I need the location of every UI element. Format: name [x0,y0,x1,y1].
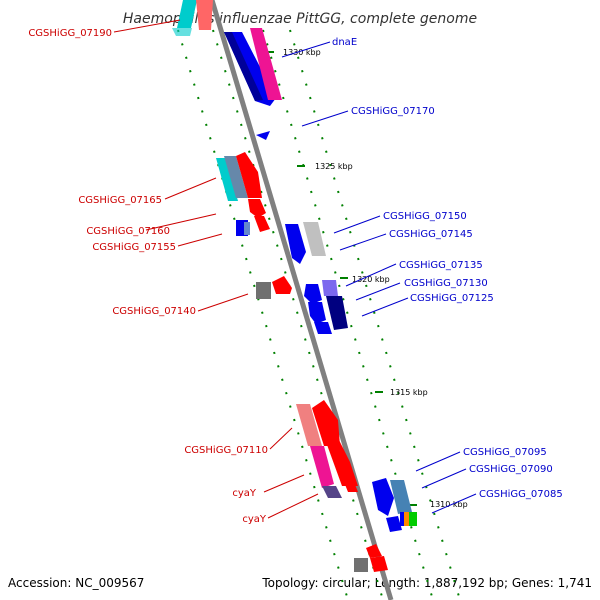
genome-backbone [209,0,394,600]
label-07140[interactable]: CGSHiGG_07140 [112,306,196,317]
tick-label-1315: 1315 kbp [390,388,428,397]
gene-07140[interactable] [256,276,292,299]
label-07130[interactable]: CGSHiGG_07130 [404,278,488,289]
gene-07165[interactable] [216,152,262,201]
tick-label-1310: 1310 kbp [430,500,468,509]
label-07135[interactable]: CGSHiGG_07135 [399,260,483,271]
gene-07160[interactable] [248,199,270,232]
gene-07170[interactable] [256,131,270,140]
gene-07155[interactable] [236,220,250,236]
tick-label-1330: 1330 kbp [283,48,321,57]
genome-summary-text: Topology: circular; Length: 1,887,192 bp… [261,576,592,590]
gene-bottom-cluster[interactable] [354,544,388,572]
gene-07190[interactable] [172,0,213,36]
label-07085[interactable]: CGSHiGG_07085 [479,489,563,500]
scale-ticks [266,51,417,506]
guide-line-outer-1 [262,29,434,600]
accession-text: Accession: NC_009567 [8,576,144,590]
gene-07135[interactable] [304,280,338,304]
gene-07130[interactable] [308,302,332,334]
guide-line-inner-2 [177,29,349,600]
gene-07090[interactable] [390,480,412,514]
label-07160[interactable]: CGSHiGG_07160 [86,226,170,237]
guide-line-inner-1 [212,29,384,600]
label-cyaY-1[interactable]: cyaY [232,488,257,499]
tick-label-1320: 1320 kbp [352,275,390,284]
guide-lines [177,29,461,600]
leader-lines-left [113,19,319,519]
guide-line-outer-2 [289,29,461,600]
left-labels: CGSHiGG_07190 CGSHiGG_07165 CGSHiGG_0716… [28,28,268,525]
tick-label-1325: 1325 kbp [315,162,353,171]
leader-lines-right [281,41,477,514]
right-labels: dnaE CGSHiGG_07170 CGSHiGG_07150 CGSHiGG… [332,37,563,500]
label-dnaE[interactable]: dnaE [332,37,357,48]
gene-07150[interactable] [285,224,306,264]
label-07125[interactable]: CGSHiGG_07125 [410,293,494,304]
gene-07085[interactable] [386,512,417,532]
label-07110[interactable]: CGSHiGG_07110 [184,445,268,456]
label-07155[interactable]: CGSHiGG_07155 [92,242,176,253]
label-07090[interactable]: CGSHiGG_07090 [469,464,553,475]
label-07095[interactable]: CGSHiGG_07095 [463,447,547,458]
gene-07145[interactable] [303,222,326,256]
gene-07095[interactable] [372,478,394,516]
label-07165[interactable]: CGSHiGG_07165 [78,195,162,206]
gene-cyaY-2[interactable] [322,482,358,498]
map-title: Haemophilus influenzae PittGG, complete … [123,11,477,27]
label-07145[interactable]: CGSHiGG_07145 [389,229,473,240]
gene-07125[interactable] [326,296,348,330]
gene-dnaE[interactable] [224,28,282,106]
label-07190[interactable]: CGSHiGG_07190 [28,28,112,39]
label-07150[interactable]: CGSHiGG_07150 [383,211,467,222]
gene-cyaY-1[interactable] [310,438,358,488]
label-07170[interactable]: CGSHiGG_07170 [351,106,435,117]
gene-07110[interactable] [296,400,340,446]
label-cyaY-2[interactable]: cyaY [242,514,267,525]
